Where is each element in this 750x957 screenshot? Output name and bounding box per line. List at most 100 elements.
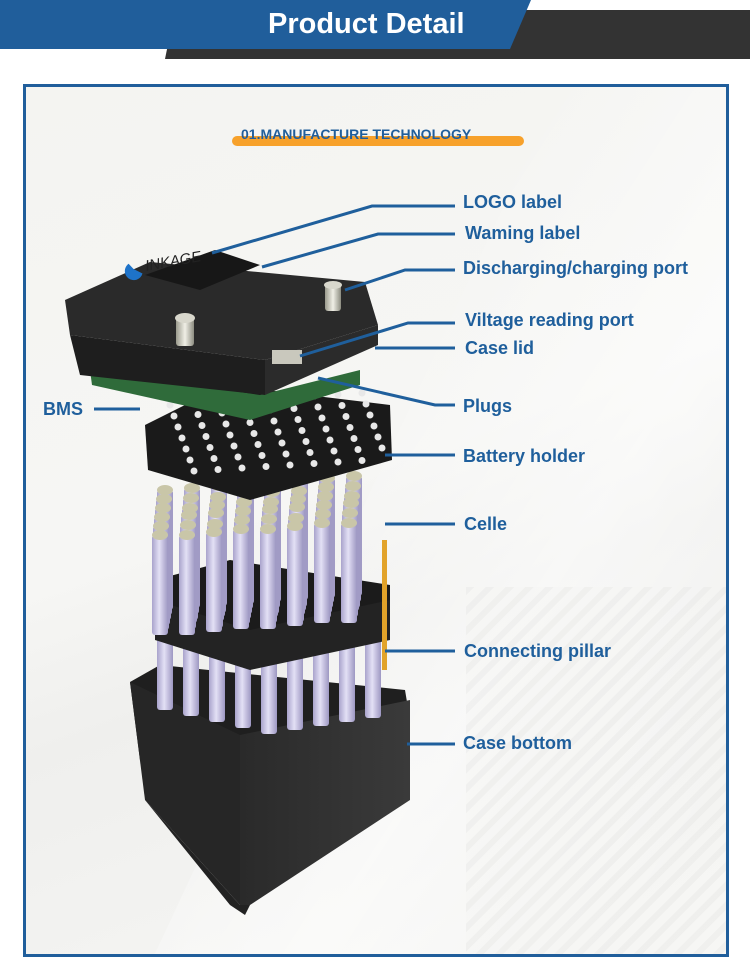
battery-cell-top (153, 521, 169, 531)
holder-hole (234, 453, 242, 461)
label-voltage-reading-port: Viltage reading port (465, 310, 634, 330)
holder-hole (370, 422, 378, 430)
battery-cell-top (342, 508, 358, 518)
label-case-lid: Case lid (465, 338, 535, 358)
battery-cell-top (345, 481, 361, 491)
battery-cell-top (208, 508, 224, 518)
battery-cell (233, 529, 249, 629)
leader-plugs (317, 376, 455, 407)
holder-hole (210, 455, 218, 462)
holder-hole (314, 403, 322, 411)
holder-hole (306, 449, 314, 456)
holder-hole (198, 422, 206, 429)
battery-cell-top (157, 485, 173, 495)
battery-cell-top (314, 518, 330, 528)
battery-cell-top (209, 500, 225, 510)
battery-cell-top (206, 527, 222, 537)
leader-voltage-port (299, 321, 455, 358)
holder-hole (354, 446, 362, 453)
holder-hole (362, 400, 370, 408)
battery-cell (157, 630, 173, 710)
battery-cell-top (346, 471, 362, 481)
header-banner (0, 0, 750, 59)
battery-cell-top (317, 491, 333, 501)
page-title: Product Detail (268, 8, 465, 40)
section-heading-underline (232, 136, 524, 146)
holder-hole (262, 463, 270, 470)
battery-cell-top (207, 519, 223, 529)
holder-hole (330, 447, 338, 455)
label-battery-holder: Battery holder (463, 446, 586, 466)
battery-cell-top (181, 510, 197, 520)
battery-cell-top (289, 502, 305, 512)
holder-hole (334, 391, 342, 398)
holder-hole (254, 441, 262, 448)
battery-cell-top (287, 521, 303, 531)
battery-cell (365, 630, 381, 718)
leader-warning-label (261, 232, 455, 269)
battery-cell-top (288, 513, 304, 523)
holder-hole (214, 466, 222, 473)
holder-hole (358, 389, 366, 397)
battery-cell (339, 630, 355, 722)
holder-hole (182, 445, 190, 453)
holder-hole (298, 427, 306, 434)
label-discharging-charging-port: Discharging/charging port (463, 258, 689, 278)
header-blue-band (0, 0, 531, 49)
voltage-port (272, 350, 302, 364)
holder-hole (310, 460, 318, 467)
holder-hole (238, 464, 246, 472)
leader-lines (94, 204, 455, 746)
battery-cell-top (179, 530, 195, 540)
battery-cell-top (233, 524, 249, 534)
holder-hole (178, 434, 186, 442)
battery-cell-top (235, 506, 251, 516)
battery-cell-top (154, 512, 170, 522)
battery-cell-top (156, 494, 172, 504)
holder-hole (346, 424, 354, 431)
holder-hole (194, 411, 202, 418)
label-warning: Waming label (465, 223, 581, 243)
battery-cell (152, 535, 168, 635)
holder-hole (274, 428, 282, 436)
holder-hole (302, 438, 310, 445)
battery-cell-top (343, 498, 359, 508)
leader-logo-label (211, 204, 455, 255)
holder-hole (326, 436, 334, 444)
battery-cell-top (318, 482, 334, 492)
holder-hole (378, 444, 386, 452)
battery-cell-top (155, 503, 171, 513)
holder-hole (278, 439, 286, 447)
holder-hole (202, 433, 210, 440)
battery-cell-top (210, 492, 226, 502)
holder-hole (350, 435, 358, 442)
leader-discharging-port (344, 268, 455, 292)
holder-hole (230, 442, 238, 450)
battery-cell-top (260, 524, 276, 534)
holder-hole (290, 405, 298, 412)
holder-hole (190, 467, 198, 475)
holder-hole (258, 452, 266, 459)
background-stripes (466, 587, 726, 954)
battery-cell-top (291, 486, 307, 496)
holder-hole (250, 430, 258, 437)
section-heading: 01.MANUFACTURE TECHNOLOGY (232, 124, 524, 148)
battery-cell-top (341, 518, 357, 528)
holder-hole (166, 401, 174, 409)
holder-hole (318, 414, 326, 422)
holder-hole (334, 458, 342, 466)
battery-cell-top (316, 500, 332, 510)
upper-cells (152, 471, 362, 635)
holder-hole (174, 423, 182, 431)
battery-cell (260, 529, 276, 629)
holder-hole (226, 431, 234, 439)
holder-hole (246, 419, 254, 426)
label-case-bottom: Case bottom (463, 733, 573, 753)
holder-hole (342, 413, 350, 420)
content-frame (23, 84, 729, 957)
holder-hole (358, 457, 366, 464)
label-plugs: Plugs (463, 396, 513, 416)
section-title: 01.MANUFACTURE TECHNOLOGY (241, 126, 472, 142)
holder-hole (286, 461, 294, 469)
